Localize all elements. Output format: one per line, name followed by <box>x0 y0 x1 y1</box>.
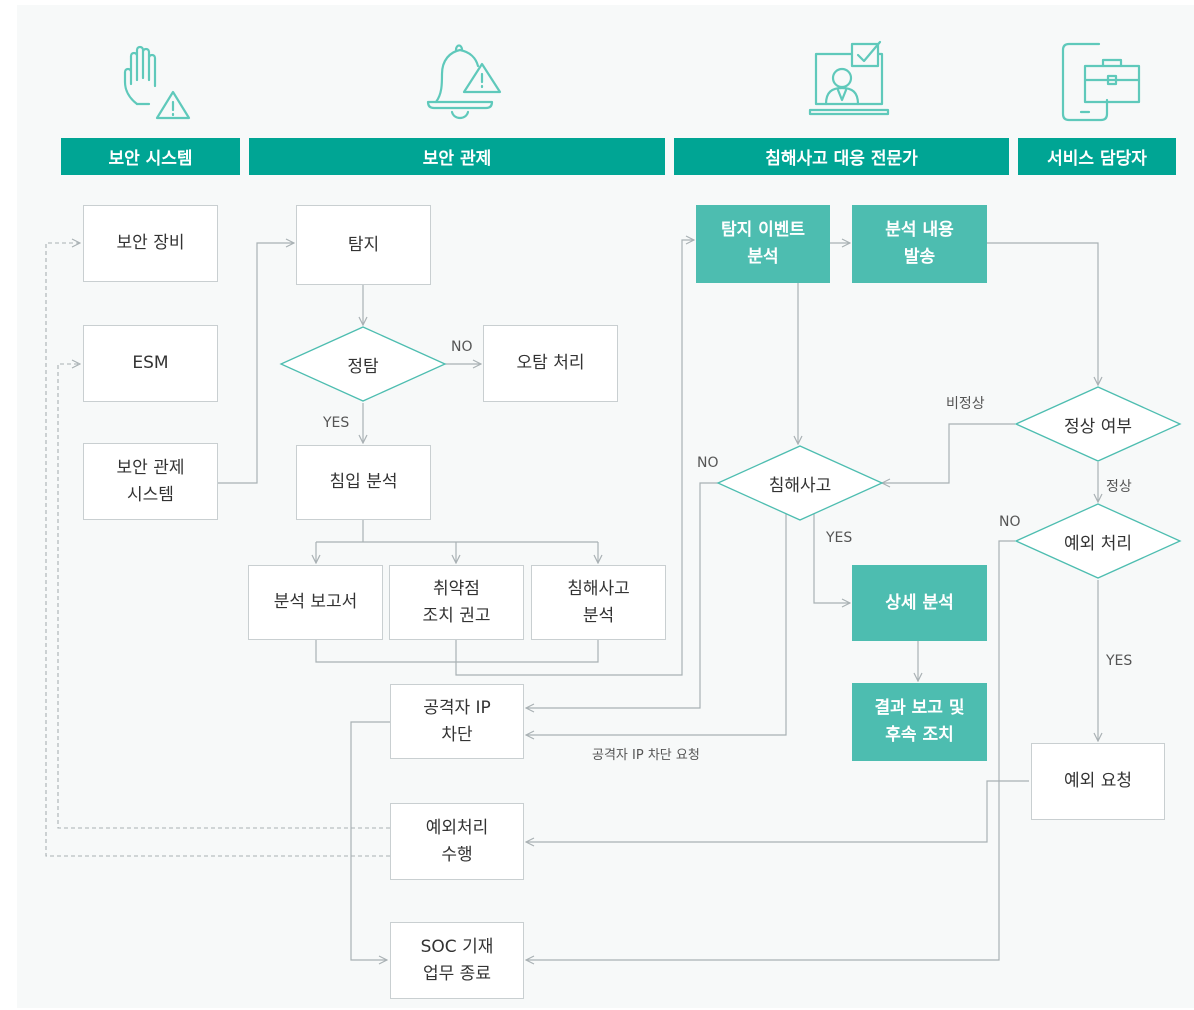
node-detection: 탐지 <box>296 205 431 285</box>
edge-request-to-perform <box>526 780 1029 842</box>
node-intrusion-analysis: 침입 분석 <box>296 445 431 520</box>
edge-label-yes-2: YES <box>826 530 853 546</box>
node-monitoring-system: 보안 관제 시스템 <box>83 443 218 520</box>
node-vuln-recommendation: 취약점 조치 권고 <box>389 565 524 640</box>
diamond-normal-check <box>1014 386 1182 462</box>
node-send-analysis: 분석 내용 발송 <box>852 205 987 283</box>
edge-block-to-end <box>350 721 390 960</box>
header-security-monitoring: 보안 관제 <box>249 138 665 175</box>
node-security-equipment: 보안 장비 <box>83 205 218 282</box>
diamond-true-positive <box>279 326 447 402</box>
edge-block-request <box>526 512 787 735</box>
header-service-manager: 서비스 담당자 <box>1018 138 1176 175</box>
tablet-briefcase-icon <box>1061 42 1141 122</box>
header-security-system: 보안 시스템 <box>61 138 240 175</box>
edge-system-to-detection <box>218 243 294 484</box>
node-result-report: 결과 보고 및 후속 조치 <box>852 683 987 761</box>
edge-label-no-2: NO <box>697 455 719 471</box>
node-detailed-analysis: 상세 분석 <box>852 565 987 641</box>
edge-label-yes-1: YES <box>323 415 350 431</box>
edge-abnormal <box>882 423 1015 483</box>
diamond-exception <box>1014 503 1182 579</box>
edge-analysis-fanout <box>316 520 598 543</box>
edge-incident-no <box>526 482 718 708</box>
node-soc-end: SOC 기재 업무 종료 <box>390 922 524 999</box>
node-esm: ESM <box>83 325 218 402</box>
edge-perform-to-esm <box>57 364 390 829</box>
node-false-positive-handling: 오탐 처리 <box>483 325 618 402</box>
header-incident-expert: 침해사고 대응 전문가 <box>674 138 1009 175</box>
expert-monitor-icon <box>808 40 890 116</box>
edge-label-no-1: NO <box>451 339 473 355</box>
edge-label-no-3: NO <box>999 514 1021 530</box>
edge-perform-to-equipment <box>45 243 390 857</box>
edge-label-yes-3: YES <box>1106 653 1133 669</box>
edge-send-to-normal <box>987 242 1098 385</box>
bell-warning-icon <box>426 44 502 120</box>
node-incident-analysis: 침해사고 분석 <box>531 565 666 640</box>
edge-incident-yes <box>813 505 850 603</box>
edge-outputs-merge <box>315 240 694 676</box>
edge-label-normal: 정상 <box>1106 479 1132 495</box>
diamond-incident <box>716 445 884 521</box>
node-attacker-ip-block: 공격자 IP 차단 <box>390 684 524 759</box>
edge-label-abnormal: 비정상 <box>946 396 985 412</box>
hand-warning-icon <box>123 45 191 120</box>
node-exception-processing: 예외처리 수행 <box>390 803 524 880</box>
node-event-analysis: 탐지 이벤트 분석 <box>696 205 830 283</box>
node-exception-request: 예외 요청 <box>1031 743 1165 820</box>
edge-exception-no <box>526 540 1015 960</box>
node-analysis-report: 분석 보고서 <box>248 565 383 640</box>
edge-label-block-request: 공격자 IP 차단 요청 <box>592 748 700 763</box>
